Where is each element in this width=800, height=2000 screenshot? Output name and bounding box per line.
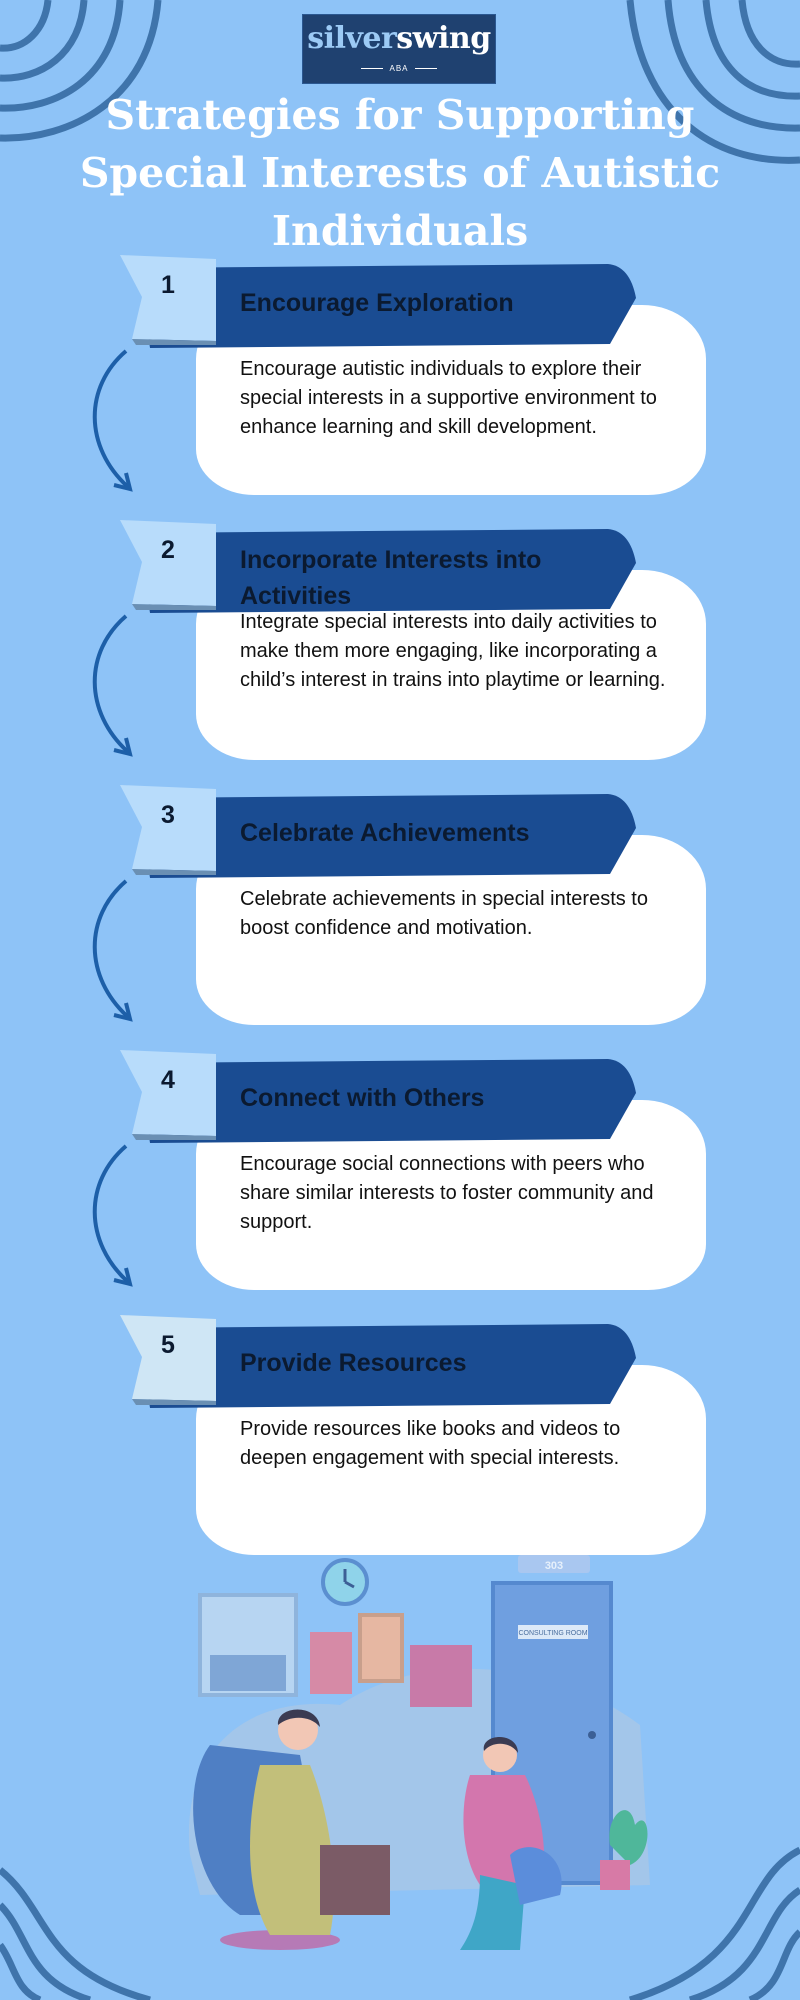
- silverswing-logo: silverswing ABA: [302, 14, 496, 84]
- curved-arrow-icon: [92, 1144, 133, 1287]
- step-description: Integrate special interests into daily a…: [240, 611, 666, 691]
- curved-arrow-icon: [92, 349, 133, 492]
- step-description: Provide resources like books and videos …: [240, 1418, 621, 1469]
- step-banner: [138, 1059, 636, 1143]
- logo-subtitle: ABA: [303, 64, 495, 73]
- step-5: Provide resources like books and videos …: [0, 1315, 800, 1565]
- step-description: Encourage social connections with peers …: [240, 1153, 654, 1233]
- step-number: 1: [161, 271, 175, 299]
- number-tag: [120, 520, 216, 610]
- therapy-room-illustration: 303 CONSULTING ROOM: [188, 1555, 651, 1950]
- logo-brand: silverswing: [307, 21, 491, 56]
- step-3: Celebrate achievements in special intere…: [0, 785, 800, 1035]
- door-sign: CONSULTING ROOM: [518, 1630, 587, 1637]
- room-number: 303: [545, 1560, 563, 1572]
- corner-swirl-bottom-left: [0, 1867, 151, 2000]
- step-number: 3: [161, 801, 175, 829]
- step-heading: Encourage Exploration: [240, 289, 514, 317]
- step-number: 5: [161, 1331, 175, 1359]
- number-tag: [120, 785, 216, 875]
- number-tag: [120, 255, 216, 345]
- corner-swirl-top-right: [626, 0, 800, 164]
- step-heading: Celebrate Achievements: [240, 819, 530, 847]
- corner-swirl-top-left: [0, 0, 162, 142]
- corner-swirl-bottom-right: [628, 1846, 800, 2000]
- step-banner: [138, 529, 636, 613]
- number-tag: [120, 1315, 216, 1405]
- step-banner: [138, 1324, 636, 1408]
- step-description: Celebrate achievements in special intere…: [240, 888, 648, 939]
- step-number: 4: [161, 1066, 175, 1094]
- step-heading: Provide Resources: [240, 1349, 467, 1377]
- step-description: Encourage autistic individuals to explor…: [240, 358, 657, 438]
- page-title: Strategies for Supporting Special Intere…: [79, 91, 721, 255]
- step-2: Integrate special interests into daily a…: [0, 520, 800, 770]
- step-banner: [138, 794, 636, 878]
- curved-arrow-icon: [92, 614, 133, 757]
- step-1: Encourage autistic individuals to explor…: [0, 255, 800, 505]
- step-4: Encourage social connections with peers …: [0, 1050, 800, 1300]
- curved-arrow-icon: [92, 879, 133, 1022]
- step-heading: Incorporate Interests into Activities: [240, 546, 542, 610]
- step-banner: [138, 264, 636, 348]
- step-number: 2: [161, 536, 175, 564]
- step-heading: Connect with Others: [240, 1084, 485, 1112]
- number-tag: [120, 1050, 216, 1140]
